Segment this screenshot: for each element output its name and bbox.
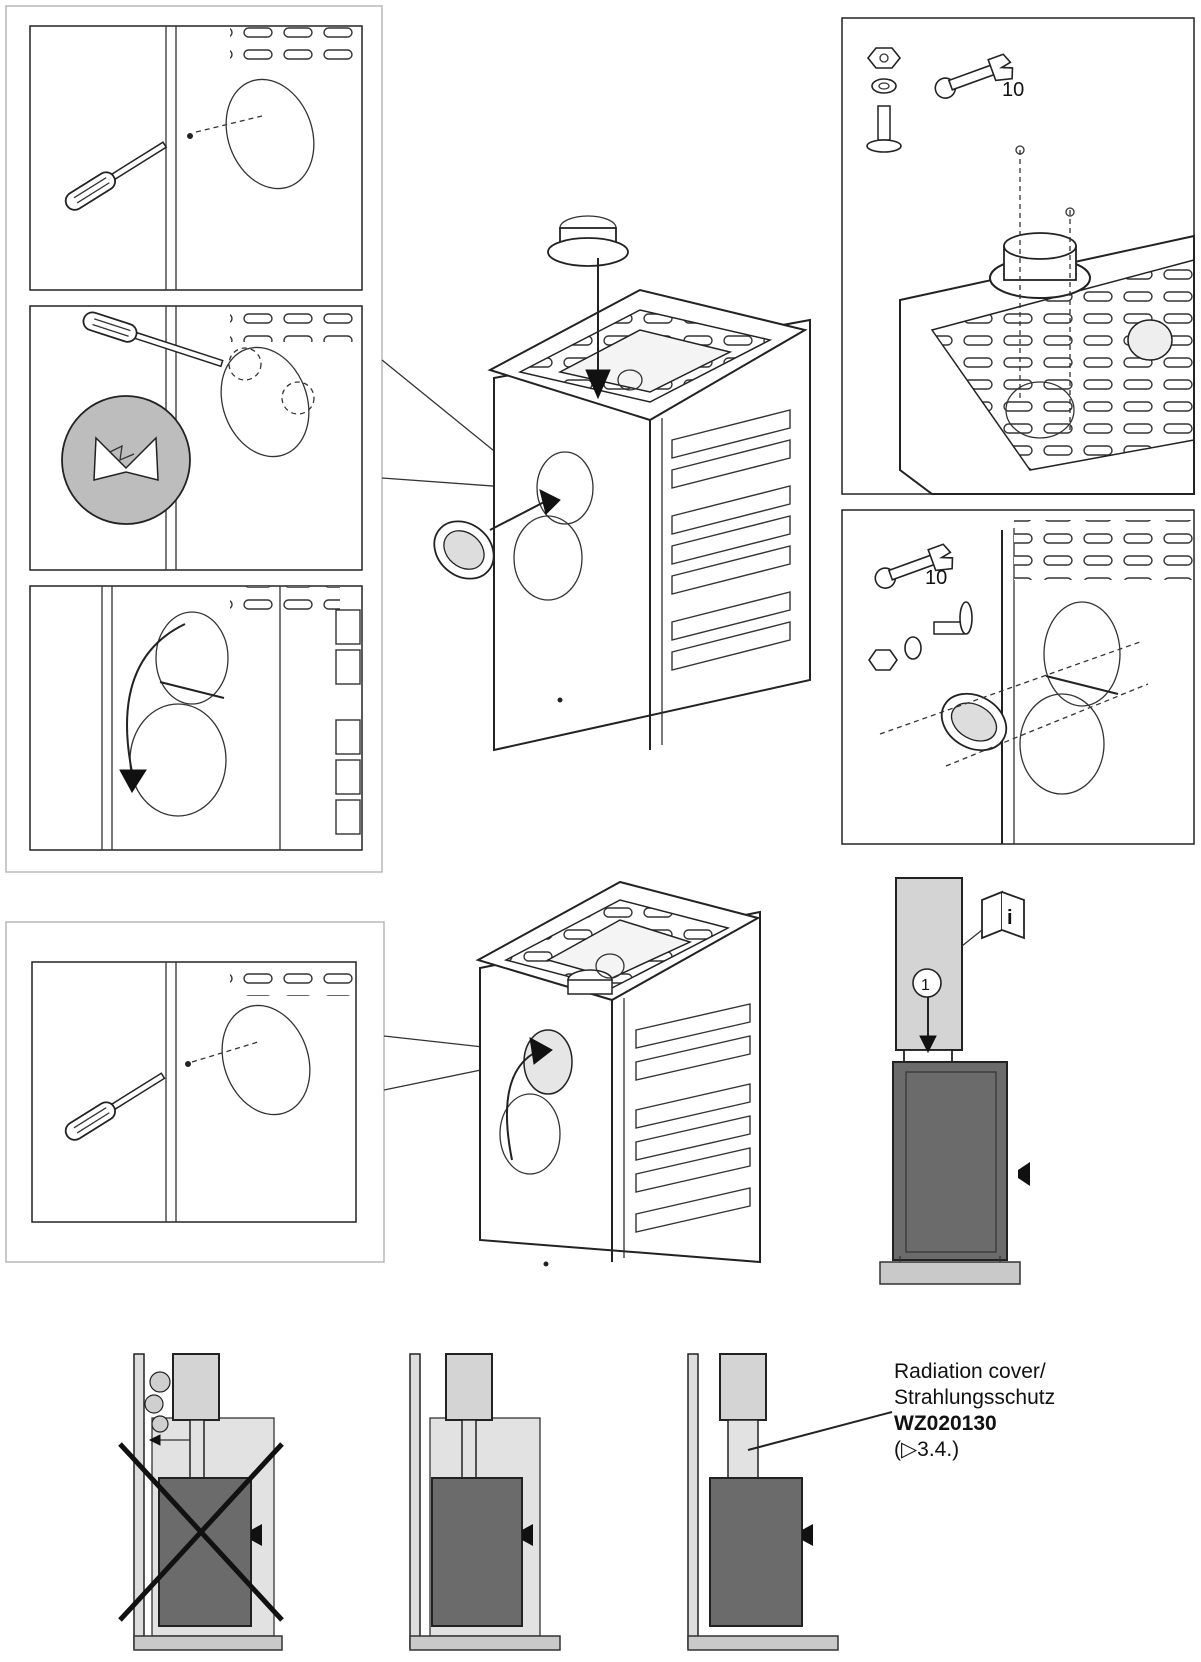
side-vent-column — [335, 609, 361, 835]
wrong-installation — [118, 1353, 284, 1651]
stove-with-chimney: i 1 — [879, 877, 1030, 1285]
wrench-icon — [934, 53, 1014, 99]
radiation-label-line2: Strahlungsschutz — [894, 1386, 1055, 1409]
flue-collar — [547, 215, 629, 267]
wrench-icon — [874, 543, 954, 589]
screwdriver-icon — [82, 311, 224, 368]
washer-icon — [904, 636, 922, 660]
step-number: 1 — [921, 977, 930, 994]
radiation-label-line1: Radiation cover/ — [894, 1360, 1046, 1383]
nut-icon — [868, 649, 898, 671]
screwdriver-icon — [64, 141, 168, 211]
bolt-icon — [933, 601, 973, 635]
front-vents — [635, 1003, 751, 1233]
screwdriver-icon — [64, 1072, 166, 1141]
stove-isometric-top — [433, 215, 811, 752]
info-icon-glyph: i — [1007, 907, 1013, 929]
panel-remove-screw — [29, 25, 363, 291]
nut-icon — [866, 47, 902, 69]
panel-side-flange-mount: 10 — [841, 509, 1195, 845]
panel-reinstall-screw — [5, 921, 511, 1263]
panel-top-flue-mount: 10 — [841, 17, 1195, 495]
wrench-size-top: 10 — [1002, 79, 1024, 101]
radiation-part-code: WZ020130 — [894, 1412, 997, 1435]
washer-icon — [871, 78, 897, 94]
correct-installation-distance — [409, 1353, 561, 1651]
radiation-cover-label: Radiation cover/ Strahlungsschutz WZ0201… — [894, 1360, 1055, 1461]
bolt-icon — [866, 105, 902, 153]
panel-break-tabs — [29, 305, 363, 571]
wrench-size-side: 10 — [925, 567, 947, 589]
cross-out-icon — [118, 1442, 284, 1622]
front-vents — [671, 409, 791, 671]
stove-isometric-side — [475, 880, 761, 1267]
manual-info-icon: i — [981, 890, 1025, 940]
panel-swing-cover — [29, 585, 363, 851]
correct-installation-radiation-cover — [687, 1353, 893, 1651]
radiation-reference: (▷3.4.) — [894, 1438, 959, 1461]
side-flange-ring — [433, 520, 495, 580]
